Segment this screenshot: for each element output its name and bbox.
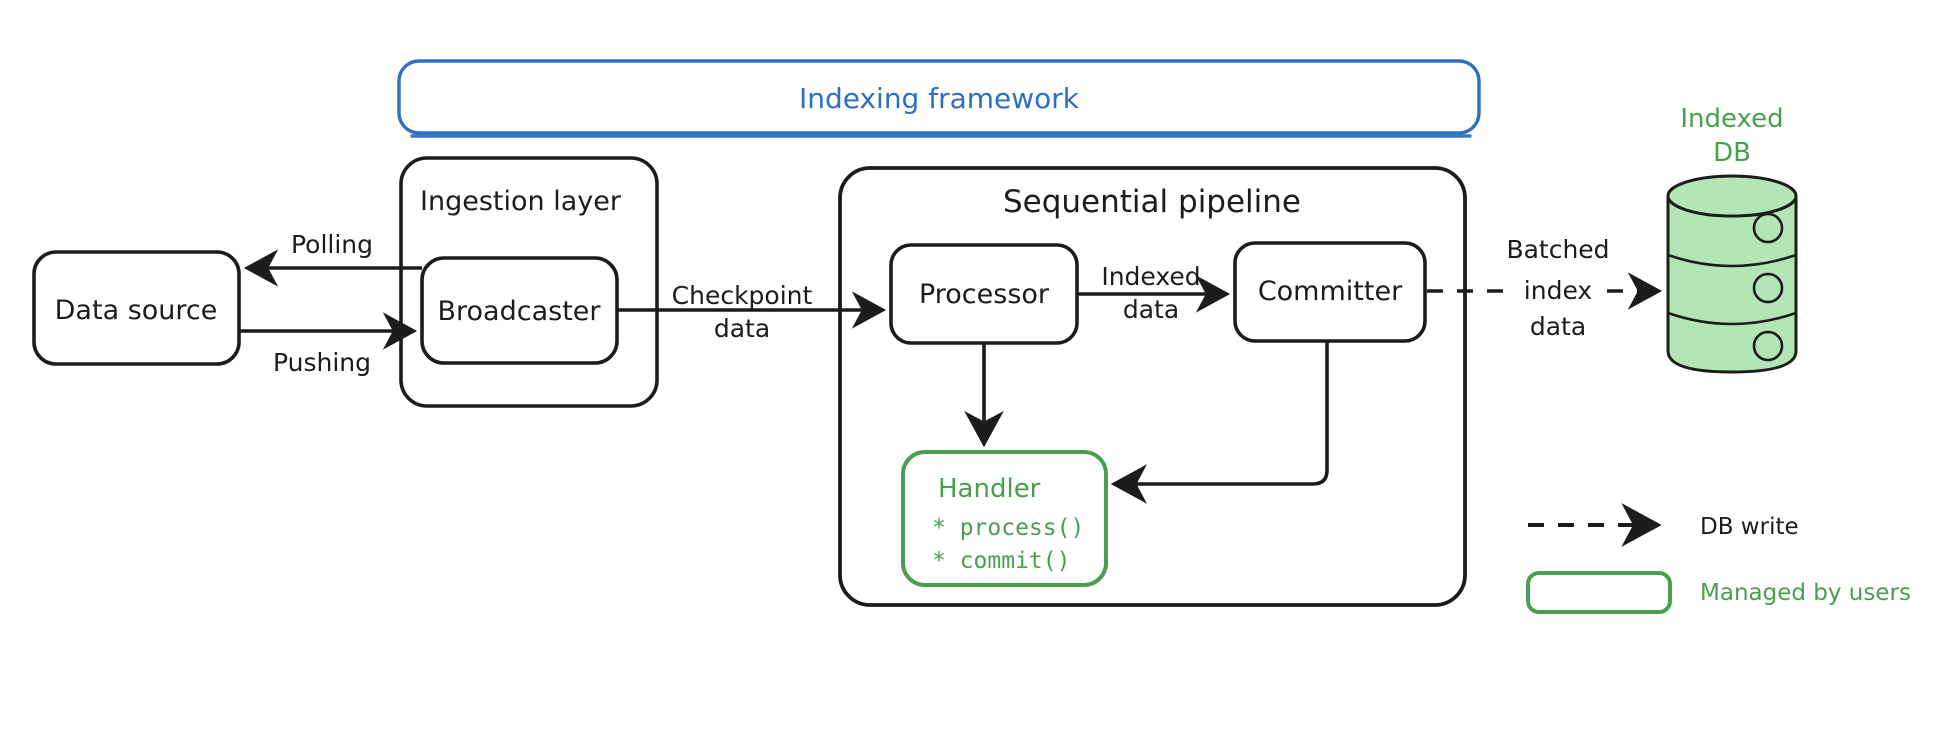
edge-polling: Polling [243, 230, 422, 287]
checkpoint-data-label-line1: Checkpoint [672, 281, 813, 310]
group-ingestion-layer: Ingestion layer [399, 156, 659, 408]
legend-item-db-write: DB write [1528, 503, 1799, 547]
data-source-box[interactable] [32, 250, 241, 366]
batched-label-line3-text: data [1530, 312, 1586, 341]
indexed-db[interactable]: Indexed DB [1666, 104, 1798, 374]
edge-indexed-data: Indexed data [1077, 262, 1231, 324]
data-source-label: Data source [55, 295, 218, 326]
indexing-framework-banner: Indexing framework [397, 59, 1481, 138]
sequential-pipeline-label: Sequential pipeline [1003, 184, 1301, 220]
indexed-db-title-line1: Indexed [1680, 104, 1783, 134]
legend: DB write Managed by users [1526, 503, 1911, 614]
node-processor[interactable]: Processor [889, 243, 1079, 345]
edge-batched-index-data: Batched index data Batched index data [1427, 235, 1663, 342]
handler-method-process: * process() [932, 515, 1084, 541]
db-cylinder-top-fill [1668, 176, 1796, 216]
edge-checkpoint-data: Checkpoint data [617, 281, 887, 343]
legend-green-box-icon [1526, 571, 1672, 614]
ingestion-layer-outline [399, 156, 659, 408]
handler-method-commit: * commit() [932, 548, 1070, 574]
handler-title: Handler [938, 474, 1041, 504]
db-segment-divider-2 [1667, 311, 1797, 326]
batched-label-bg-3 [1508, 312, 1608, 342]
batched-label-line2-text: index [1524, 276, 1592, 305]
broadcaster-label: Broadcaster [438, 296, 602, 327]
db-indicator-circle-1 [1752, 212, 1784, 244]
committer-handler-arrow [1110, 341, 1329, 504]
node-committer[interactable]: Committer [1233, 241, 1427, 343]
polling-label: Polling [291, 230, 373, 259]
pushing-label: Pushing [273, 348, 371, 377]
committer-box[interactable] [1233, 241, 1427, 343]
batched-label-line1-text: Batched [1506, 235, 1609, 264]
db-indicator-circle-3 [1752, 330, 1784, 362]
legend-item-managed-by-users: Managed by users [1526, 571, 1911, 614]
sequential-pipeline-outline [838, 166, 1467, 607]
node-handler[interactable]: Handler * process() * commit() [901, 450, 1108, 587]
batched-label-bg-1 [1500, 236, 1618, 266]
ingestion-layer-label: Ingestion layer [420, 186, 622, 217]
legend-managed-by-users-label: Managed by users [1700, 580, 1911, 606]
node-data-source[interactable]: Data source [32, 250, 241, 366]
edge-pushing: Pushing [239, 312, 418, 377]
indexed-data-label-line2: data [1123, 295, 1179, 324]
group-sequential-pipeline: Sequential pipeline [838, 166, 1467, 607]
checkpoint-data-label-line2: data [714, 314, 770, 343]
banner-outline [397, 59, 1481, 135]
banner-label: Indexing framework [799, 82, 1080, 115]
db-cylinder-top-rim [1666, 174, 1798, 218]
legend-db-write-label: DB write [1700, 514, 1799, 540]
node-broadcaster[interactable]: Broadcaster [420, 256, 619, 365]
db-cylinder-outline [1666, 196, 1798, 374]
processor-label: Processor [919, 279, 1050, 310]
edge-committer-to-handler [1110, 341, 1329, 504]
db-cylinder-body [1668, 196, 1796, 372]
batched-label-bg-2 [1508, 276, 1604, 302]
db-segment-divider-1 [1667, 253, 1797, 268]
db-indicator-circle-2 [1752, 272, 1784, 304]
indexed-data-label-line1: Indexed [1101, 262, 1200, 291]
handler-box[interactable] [901, 450, 1108, 587]
indexed-db-title-line2: DB [1713, 138, 1751, 168]
committer-label: Committer [1258, 276, 1403, 307]
